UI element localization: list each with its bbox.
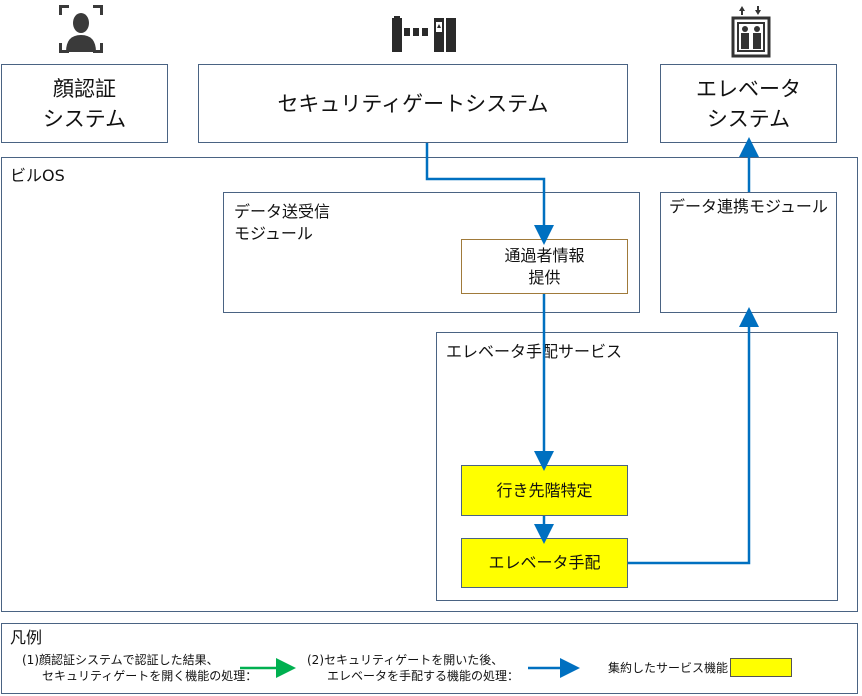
data-transfer-line1: データ送受信	[234, 202, 331, 221]
elevator-system: エレベータ システム	[660, 64, 837, 143]
elevator-dispatch-label: エレベータ手配	[488, 553, 601, 572]
data-link-label: データ連携モジュール	[669, 197, 828, 216]
security-gate-system: セキュリティゲートシステム	[198, 64, 628, 143]
elevator-icon	[731, 6, 771, 58]
dispatch-to-link-module-arrow	[628, 307, 759, 565]
face-scan-icon	[59, 5, 103, 53]
elevator-system-line1: エレベータ	[696, 76, 801, 101]
security-gate-icon	[392, 16, 456, 52]
gate-to-passer-info-arrow	[425, 143, 554, 245]
building-os-label: ビルOS	[10, 166, 65, 185]
legend-item2-line2: エレベータを手配する機能の処理：	[327, 669, 520, 683]
legend-item1-line1: (1)顔認証システムで認証した結果、	[22, 653, 219, 667]
elevator-system-line2: システム	[706, 106, 791, 131]
face-auth-system: 顔認証 システム	[1, 64, 168, 143]
destination-floor-box: 行き先階特定	[461, 465, 628, 516]
destination-floor-label: 行き先階特定	[496, 480, 593, 500]
data-transfer-line2: モジュール	[234, 224, 313, 243]
legend-item2-line1: (2)セキュリティゲートを開いた後、	[307, 653, 504, 667]
legend-yellow-swatch	[730, 658, 792, 677]
legend-item3-label: 集約したサービス機能：	[608, 661, 741, 675]
legend-item1-line2: セキュリティゲートを開く機能の処理：	[42, 669, 258, 683]
passer-info-line2: 提供	[528, 267, 561, 287]
elevator-service-label: エレベータ手配サービス	[446, 342, 623, 361]
passer-info-provider: 通過者情報 提供	[461, 239, 628, 294]
passer-info-line1: 通過者情報	[504, 245, 585, 265]
legend-box: 凡例 (1)顔認証システムで認証した結果、 セキュリティゲートを開く機能の処理：…	[1, 623, 858, 694]
face-auth-line2: システム	[42, 106, 127, 131]
security-gate-label: セキュリティゲートシステム	[277, 91, 549, 116]
legend-title: 凡例	[10, 628, 43, 647]
face-auth-line1: 顔認証	[53, 76, 116, 101]
